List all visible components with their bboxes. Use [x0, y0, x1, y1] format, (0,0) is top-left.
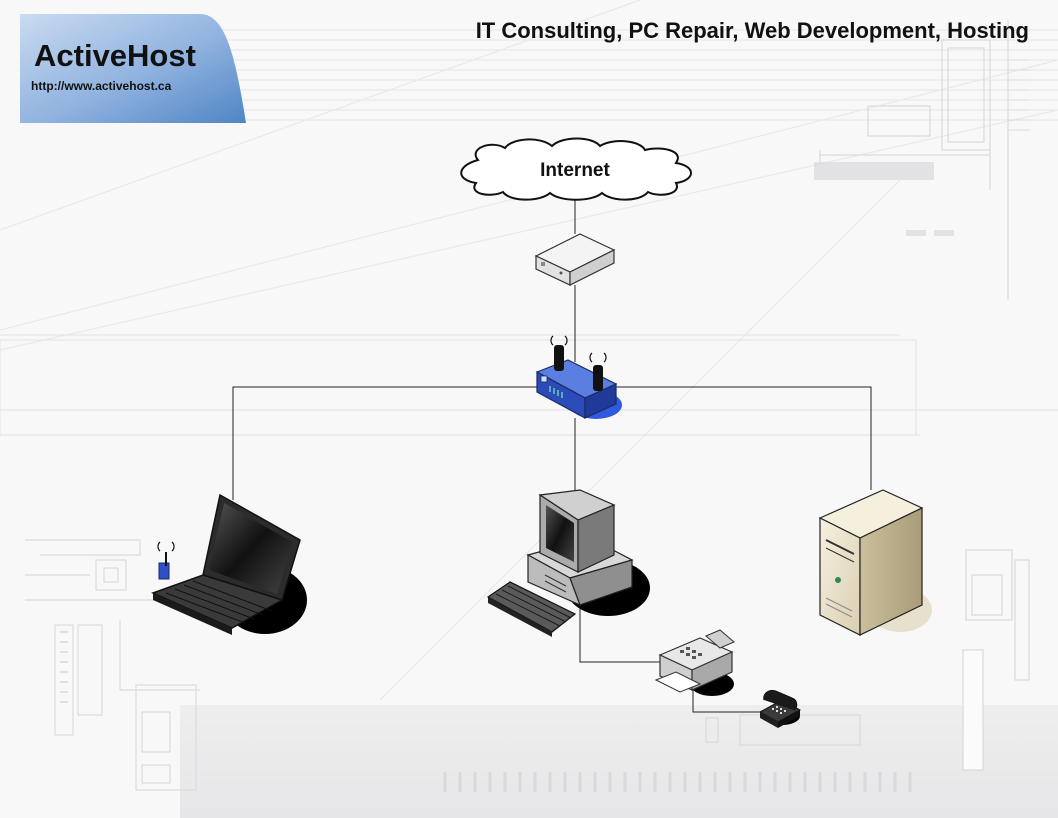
link-fax-phone — [692, 688, 762, 713]
tower-server-icon — [818, 489, 932, 636]
link-desktop-fax — [579, 603, 660, 663]
brand-name: ActiveHost — [34, 38, 196, 73]
link-router-server — [612, 386, 872, 490]
cloud-icon: Internet — [460, 137, 692, 201]
brand-panel — [20, 14, 246, 123]
fax-machine-icon — [654, 629, 735, 696]
telephone-icon — [758, 689, 802, 728]
connection-lines — [232, 196, 872, 713]
laptop-icon — [150, 493, 307, 635]
desktop-computer-icon — [486, 489, 650, 637]
internet-label: Internet — [540, 160, 610, 181]
link-router-laptop — [232, 386, 545, 500]
wireless-router-icon — [535, 335, 622, 420]
brand-url: http://www.activehost.ca — [31, 79, 172, 93]
tagline: IT Consulting, PC Repair, Web Developmen… — [475, 18, 1029, 43]
modem-icon — [534, 233, 616, 286]
